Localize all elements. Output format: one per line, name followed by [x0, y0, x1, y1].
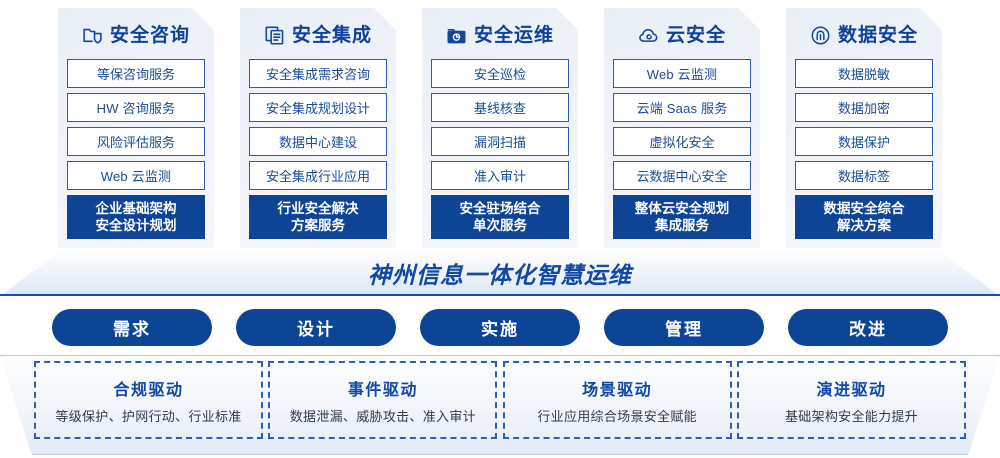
banner-trapezoid-shape — [0, 250, 1000, 296]
solution-box[interactable]: 安全驻场结合 单次服务 — [431, 195, 569, 239]
card-title: 安全运维 — [473, 24, 554, 46]
capability-card-cloud-security[interactable]: 云安全 Web 云监测 云端 Saas 服务 虚拟化安全 云数据中心安全 整体云… — [604, 8, 760, 248]
service-item[interactable]: 安全集成规划设计 — [249, 93, 387, 122]
solution-line: 解决方案 — [837, 218, 891, 233]
driver-subtitle: 行业应用综合场景安全赋能 — [537, 408, 697, 424]
service-item[interactable]: 数据保护 — [795, 127, 933, 156]
phase-pill-management[interactable]: 管理 — [604, 309, 764, 346]
driver-title: 事件驱动 — [347, 381, 418, 399]
card-header: 数据安全 — [795, 18, 933, 52]
phase-pill-improvement[interactable]: 改进 — [788, 309, 948, 346]
solution-line: 安全驻场结合 — [459, 201, 541, 216]
driver-subtitle: 等级保护、护网行动、行业标准 — [55, 408, 242, 424]
service-item[interactable]: 数据加密 — [795, 93, 933, 122]
service-item[interactable]: 等保咨询服务 — [67, 59, 205, 88]
cloud-icon — [638, 25, 659, 46]
solution-line: 企业基础架构 — [95, 201, 177, 216]
card-title: 数据安全 — [837, 24, 918, 46]
card-title: 安全咨询 — [109, 24, 190, 46]
card-header: 安全集成 — [249, 18, 387, 52]
fingerprint-icon — [810, 25, 831, 46]
service-item[interactable]: 风险评估服务 — [67, 127, 205, 156]
service-item[interactable]: 安全集成行业应用 — [249, 161, 387, 190]
stacked-documents-icon — [264, 25, 285, 46]
service-item[interactable]: 数据标签 — [795, 161, 933, 190]
service-item[interactable]: 数据中心建设 — [249, 127, 387, 156]
driver-box-compliance[interactable]: 合规驱动 等级保护、护网行动、行业标准 — [34, 361, 263, 439]
driver-title: 合规驱动 — [113, 381, 184, 399]
platform-banner: 神州信息一体化智慧运维 — [0, 250, 1000, 296]
driver-box-incident[interactable]: 事件驱动 数据泄漏、威胁攻击、准入审计 — [268, 361, 498, 439]
driver-row: 合规驱动 等级保护、护网行动、行业标准 事件驱动 数据泄漏、威胁攻击、准入审计 … — [0, 361, 1000, 441]
driver-title: 演进驱动 — [816, 381, 887, 399]
driver-box-scenario[interactable]: 场景驱动 行业应用综合场景安全赋能 — [502, 361, 732, 439]
card-header: 安全咨询 — [67, 18, 205, 52]
driver-subtitle: 数据泄漏、威胁攻击、准入审计 — [289, 408, 476, 424]
solution-line: 集成服务 — [655, 218, 709, 233]
capability-card-row: 安全咨询 等保咨询服务 HW 咨询服务 风险评估服务 Web 云监测 企业基础架… — [0, 8, 1000, 248]
driver-title: 场景驱动 — [582, 381, 653, 399]
service-item[interactable]: 准入审计 — [431, 161, 569, 190]
solution-box[interactable]: 整体云安全规划 集成服务 — [613, 195, 751, 239]
driver-box-evolution[interactable]: 演进驱动 基础架构安全能力提升 — [736, 361, 966, 439]
solution-box[interactable]: 行业安全解决 方案服务 — [249, 195, 387, 239]
service-item[interactable]: HW 咨询服务 — [67, 93, 205, 122]
driver-subtitle: 基础架构安全能力提升 — [784, 408, 918, 424]
solution-line: 单次服务 — [473, 218, 527, 233]
folder-shield-icon — [82, 25, 103, 46]
solution-line: 行业安全解决 — [277, 201, 359, 216]
service-item[interactable]: 虚拟化安全 — [613, 127, 751, 156]
phase-pill-design[interactable]: 设计 — [236, 309, 396, 346]
solution-box[interactable]: 数据安全综合 解决方案 — [795, 195, 933, 239]
solution-line: 安全设计规划 — [95, 218, 177, 233]
card-header: 云安全 — [613, 18, 751, 52]
service-item[interactable]: 安全集成需求咨询 — [249, 59, 387, 88]
banner-bottom-rule — [0, 294, 1000, 296]
capability-card-security-consulting[interactable]: 安全咨询 等保咨询服务 HW 咨询服务 风险评估服务 Web 云监测 企业基础架… — [58, 8, 214, 248]
solution-line: 方案服务 — [291, 218, 345, 233]
solution-line: 数据安全综合 — [823, 201, 905, 216]
driver-section: 合规驱动 等级保护、护网行动、行业标准 事件驱动 数据泄漏、威胁攻击、准入审计 … — [0, 355, 1000, 455]
folder-chart-icon — [446, 25, 467, 46]
capability-card-security-integration[interactable]: 安全集成 安全集成需求咨询 安全集成规划设计 数据中心建设 安全集成行业应用 行… — [240, 8, 396, 248]
capability-card-security-operations[interactable]: 安全运维 安全巡检 基线核查 漏洞扫描 准入审计 安全驻场结合 单次服务 — [422, 8, 578, 248]
service-item[interactable]: 云端 Saas 服务 — [613, 93, 751, 122]
service-item[interactable]: Web 云监测 — [67, 161, 205, 190]
service-item[interactable]: 数据脱敏 — [795, 59, 933, 88]
solution-box[interactable]: 企业基础架构 安全设计规划 — [67, 195, 205, 239]
service-item[interactable]: 云数据中心安全 — [613, 161, 751, 190]
card-title: 云安全 — [665, 24, 726, 46]
phase-pill-requirement[interactable]: 需求 — [52, 309, 212, 346]
phase-pill-row: 需求 设计 实施 管理 改进 — [0, 309, 1000, 346]
capability-card-data-security[interactable]: 数据安全 数据脱敏 数据加密 数据保护 数据标签 数据安全综合 解决方案 — [786, 8, 942, 248]
card-header: 安全运维 — [431, 18, 569, 52]
service-item[interactable]: 漏洞扫描 — [431, 127, 569, 156]
banner-title: 神州信息一体化智慧运维 — [368, 262, 632, 288]
solution-line: 整体云安全规划 — [634, 201, 730, 216]
card-title: 安全集成 — [291, 24, 372, 46]
phase-pill-implementation[interactable]: 实施 — [420, 309, 580, 346]
service-item[interactable]: 基线核查 — [431, 93, 569, 122]
service-item[interactable]: 安全巡检 — [431, 59, 569, 88]
service-item[interactable]: Web 云监测 — [613, 59, 751, 88]
